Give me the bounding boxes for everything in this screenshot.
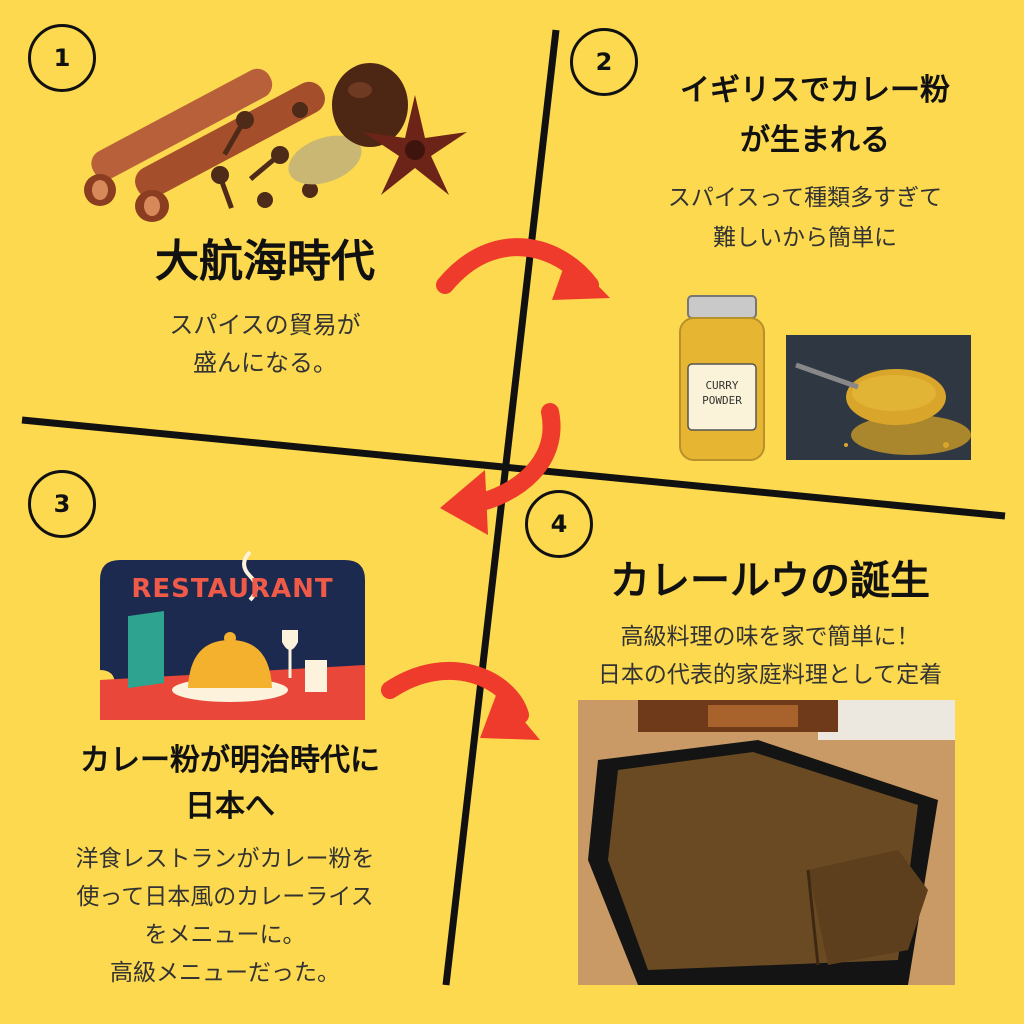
restaurant-illustration [100,550,365,720]
step3-body-line: 洋食レストランがカレー粉を [75,846,375,872]
step2-title: イギリスでカレー粉 が生まれる [640,66,990,166]
jar-label: CURRY POWDER [688,378,756,408]
curry-roux-photo [578,700,955,985]
step4-title: カレールウの誕生 [610,558,930,604]
restaurant-sign: RESTAURANT [131,574,334,604]
step3-title: カレー粉が明治時代に 日本へ [30,738,430,830]
step2-body: スパイスって種類多すぎて 難しいから簡単に [620,178,990,258]
step3-title-line: 日本へ [185,789,275,824]
step3-title-line: カレー粉が明治時代に [80,743,380,778]
spices-illustration [84,63,467,222]
step1-body: スパイスの貿易が 盛んになる。 [100,306,430,382]
curry-jar-illustration [679,295,765,461]
step1-body-line: 盛んになる。 [193,349,337,377]
step2-number-badge: 2 [570,28,638,96]
vertical-divider [442,29,560,986]
step3-body-line: 使って日本風のカレーライス [76,884,374,910]
clove-icon [211,102,318,209]
curry-powder-photo [786,335,971,460]
step3-number-badge: 3 [28,470,96,538]
step2-body-line: スパイスって種類多すぎて [667,185,943,211]
cardamom-icon [288,135,362,185]
step3-body-line: をメニューに。 [144,922,306,948]
step4-body-line: 日本の代表的家庭料理として定着 [597,662,943,688]
step2-title-line: イギリスでカレー粉 [680,73,950,108]
star-anise-icon [363,95,467,195]
step2-title-line: が生まれる [740,123,890,158]
horizontal-divider [21,416,1006,520]
step1-body-line: スパイスの貿易が [169,311,361,339]
step4-body-line: 高級料理の味を家で簡単に！ [620,624,920,650]
jar-label-line: POWDER [702,394,742,407]
nutmeg-icon [332,63,408,147]
step3-body-line: 高級メニューだった。 [110,960,340,986]
step4-number-badge: 4 [525,490,593,558]
step3-body: 洋食レストランがカレー粉を 使って日本風のカレーライス をメニューに。 高級メニ… [20,840,430,992]
jar-label-line: CURRY [705,379,739,392]
step2-body-line: 難しいから簡単に [713,225,897,251]
step1-title: 大航海時代 [155,236,375,287]
step1-number-badge: 1 [28,24,96,92]
step4-body: 高級料理の味を家で簡単に！ 日本の代表的家庭料理として定着 [550,618,990,694]
